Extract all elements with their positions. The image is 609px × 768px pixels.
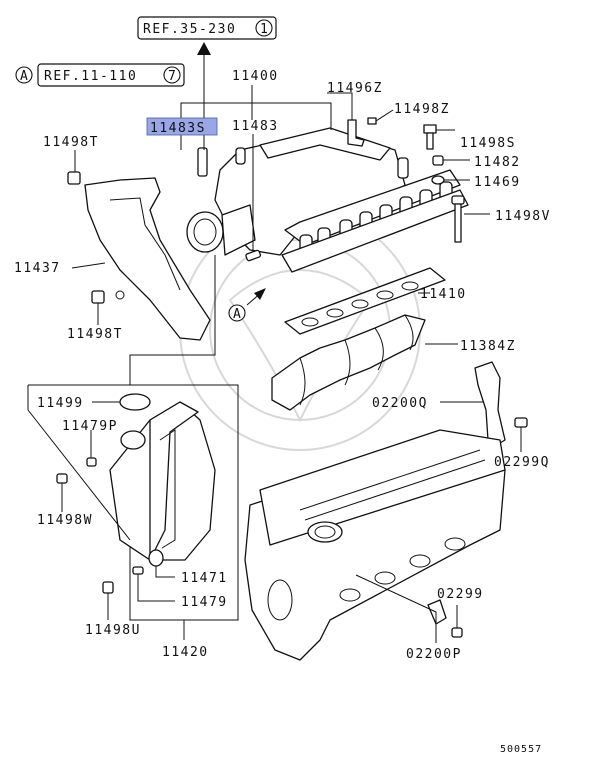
washer-11469[interactable] [431, 175, 445, 185]
label-11498w: 11498W [37, 513, 93, 528]
manifold-stay-11437[interactable] [84, 177, 211, 341]
plug-11479[interactable] [132, 566, 144, 575]
label-11483s: 11483S [150, 121, 206, 136]
plug-11479p[interactable] [86, 457, 97, 467]
bracket-02200q[interactable] [474, 361, 506, 447]
bolt-02299[interactable] [451, 627, 463, 638]
label-11498t-bottom: 11498T [67, 327, 123, 342]
label-11482: 11482 [474, 155, 521, 170]
ref-top-box[interactable]: REF.35-230 1 [137, 16, 277, 40]
stud-11483s[interactable] [197, 147, 208, 177]
label-11479: 11479 [181, 595, 228, 610]
label-11469: 11469 [474, 175, 521, 190]
label-11471: 11471 [181, 571, 228, 586]
label-11420: 11420 [162, 645, 209, 660]
nut-11482[interactable] [432, 155, 444, 166]
label-11496z: 11496Z [327, 81, 383, 96]
label-11437: 11437 [14, 261, 61, 276]
label-11498s: 11498S [460, 136, 516, 151]
grommet-11471[interactable] [148, 549, 164, 567]
ref-top-label: REF.35-230 [143, 22, 236, 37]
label-02200p: 02200P [406, 647, 462, 662]
label-11400: 11400 [232, 69, 279, 84]
label-11498t-top: 11498T [43, 135, 99, 150]
label-02200q: 02200Q [372, 396, 428, 411]
cylinder-head[interactable] [244, 429, 506, 661]
marker-a-arrow: A [228, 288, 266, 322]
highlight-11483s [146, 117, 218, 136]
leader-lines [27, 85, 522, 643]
stud-11483[interactable] [245, 249, 262, 262]
bracket-02200p[interactable] [427, 599, 447, 625]
ref-left-number: 7 [168, 69, 177, 84]
o-ring-11499[interactable] [119, 393, 151, 411]
cover-11384z[interactable] [271, 314, 426, 411]
bolt-11498t-top[interactable] [67, 171, 81, 185]
label-11498v: 11498V [495, 209, 551, 224]
footer-code: 500557 [500, 744, 542, 755]
bolt-11498w[interactable] [56, 473, 68, 484]
label-11410: 11410 [420, 287, 467, 302]
stud-11498v[interactable] [451, 195, 465, 243]
marker-a-label: A [233, 307, 242, 322]
label-11498z: 11498Z [394, 102, 450, 117]
gasket-ports [301, 281, 419, 327]
ref-left-box[interactable]: A REF.11-110 7 [15, 63, 185, 87]
resonator-11420[interactable] [109, 401, 216, 561]
bolt-11498u[interactable] [102, 581, 114, 594]
head-ports [339, 537, 466, 602]
bolt-02299q[interactable] [514, 417, 528, 428]
label-02299q: 02299Q [494, 455, 550, 470]
ref-top-number: 1 [260, 22, 269, 37]
label-11384z: 11384Z [460, 339, 516, 354]
bolt-11498t-bot[interactable] [91, 290, 105, 304]
resonator-group-box [27, 384, 239, 621]
label-11483: 11483 [232, 119, 279, 134]
bracket-11496z[interactable] [347, 119, 365, 147]
bolt-11498s[interactable] [423, 124, 437, 150]
part-labels: 11400 11496Z 11498Z 11483S 11483 11498S … [14, 69, 551, 755]
label-11498u: 11498U [85, 623, 141, 638]
label-02299: 02299 [437, 587, 484, 602]
ref-left-label: REF.11-110 [44, 69, 137, 84]
bolt-11498z[interactable] [367, 109, 394, 125]
label-11499: 11499 [37, 396, 84, 411]
ref-top-arrow [197, 42, 211, 115]
gasket-11410[interactable] [284, 267, 446, 335]
intake-manifold[interactable] [186, 127, 469, 273]
label-11479p: 11479P [62, 419, 118, 434]
ref-left-marker: A [20, 69, 29, 84]
